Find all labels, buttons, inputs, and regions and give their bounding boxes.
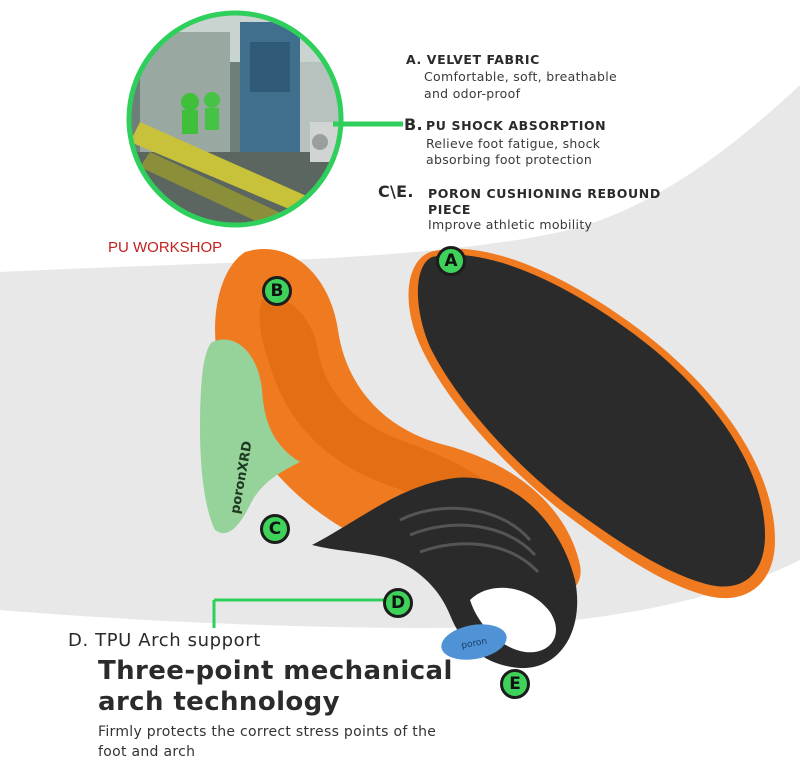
badge-c: C — [260, 514, 290, 544]
badge-b: B — [262, 276, 292, 306]
workshop-label: PU WORKSHOP — [108, 239, 223, 256]
subheadline: Firmly protects the correct stress point… — [98, 722, 478, 762]
headline-line2: arch technology — [98, 687, 341, 717]
feature-a-desc-line2: and odor-proof — [424, 86, 521, 101]
headline-line1: Three-point mechanical — [98, 656, 453, 686]
feature-ce-title-line2: PIECE — [428, 202, 472, 217]
feature-a-desc-line1: Comfortable, soft, breathable — [424, 69, 617, 84]
badge-a: A — [436, 246, 466, 276]
feature-b-prefix: B. — [404, 115, 423, 134]
feature-b-desc-line1: Relieve foot fatigue, shock — [426, 136, 601, 151]
subheadline-line2: foot and arch — [98, 744, 196, 760]
feature-ce-desc: Improve athletic mobility — [428, 217, 593, 232]
subheadline-line1: Firmly protects the correct stress point… — [98, 724, 437, 740]
badge-e: E — [500, 669, 530, 699]
badge-d: D — [383, 588, 413, 618]
feature-a-title: A. VELVET FABRIC — [406, 52, 540, 67]
svg-text:poron: poron — [461, 637, 488, 651]
arch-support-title: D. TPU Arch support — [68, 630, 261, 651]
feature-ce-prefix: C\E. — [378, 182, 414, 201]
headline: Three-point mechanical arch technology — [98, 656, 478, 718]
workshop-photo — [126, 10, 344, 228]
feature-b-desc-line2: absorbing foot protection — [426, 152, 593, 167]
feature-b-title: PU SHOCK ABSORPTION — [426, 118, 607, 133]
feature-ce-title-line1: PORON CUSHIONING REBOUND — [428, 186, 661, 201]
